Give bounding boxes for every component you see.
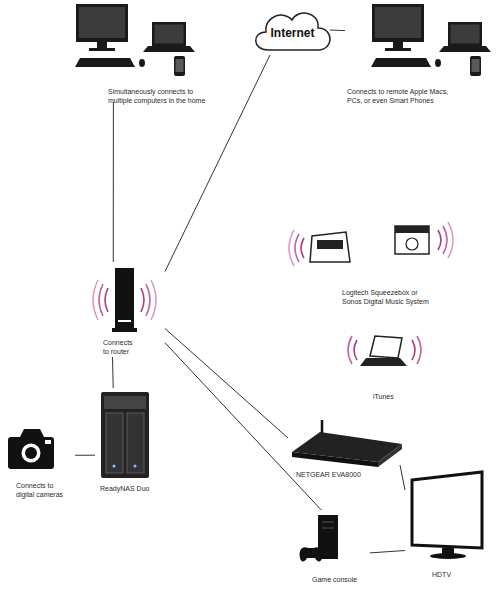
nas-led xyxy=(134,465,137,468)
wave-arc xyxy=(146,284,150,316)
nas-drive-bay xyxy=(127,413,144,473)
wave-arc xyxy=(417,336,421,364)
computer-set xyxy=(75,4,195,76)
camera-lens-core xyxy=(25,447,37,459)
media-player-node: NETGEAR EVA8000 xyxy=(288,420,400,480)
console-ridge xyxy=(322,528,334,529)
wave-arc xyxy=(289,230,294,266)
wave-arc xyxy=(348,336,352,364)
camera-body xyxy=(8,437,54,469)
itunes-node: iTunes xyxy=(345,325,425,403)
nas-node: ReadyNAS Duo xyxy=(95,388,160,493)
internet-cloud: Internet xyxy=(255,5,330,55)
router-stripe xyxy=(118,320,131,322)
wave-arc xyxy=(105,288,108,312)
monitor-screen xyxy=(79,7,125,38)
laptop-lid xyxy=(152,22,186,46)
nas-drive-bay xyxy=(106,413,123,473)
game-controller xyxy=(300,547,323,561)
sonos-top xyxy=(395,226,429,233)
wave-arc xyxy=(412,340,415,360)
device-caption: Connects to digital cameras xyxy=(16,481,68,499)
network-link xyxy=(165,55,270,272)
hdtv-base xyxy=(430,553,466,559)
mouse xyxy=(139,59,145,67)
device-caption: Logitech Squeezebox or Sonos Digital Mus… xyxy=(342,288,434,306)
sonos-speaker xyxy=(406,238,418,250)
device-caption: Simultaneously connects to multiple comp… xyxy=(108,87,212,105)
media-player-antenna xyxy=(321,420,324,433)
device-caption: Connects to router xyxy=(103,338,137,356)
hdtv-node: HDTV xyxy=(405,468,490,578)
network-link xyxy=(113,102,114,262)
cloud-label: Internet xyxy=(255,26,330,40)
remote-computer-set xyxy=(371,4,491,76)
monitor xyxy=(76,4,128,42)
computers-node: Simultaneously connects to multiple comp… xyxy=(70,0,210,102)
laptop-screen xyxy=(155,25,184,44)
device-caption: Game console xyxy=(312,575,367,584)
monitor-base xyxy=(89,48,115,51)
wave-arc xyxy=(151,280,156,320)
wave-arc xyxy=(141,288,144,312)
device-caption: NETGEAR EVA8000 xyxy=(296,470,376,479)
squeezebox-display xyxy=(317,240,343,249)
device-caption: iTunes xyxy=(373,392,418,401)
device-caption: HDTV xyxy=(432,570,482,579)
wave-arc xyxy=(438,230,441,250)
itunes-laptop-screen xyxy=(370,336,402,358)
camera-flash xyxy=(45,440,51,444)
laptop-base xyxy=(143,46,195,52)
network-link xyxy=(330,30,345,32)
router-body xyxy=(115,268,134,328)
wave-arc xyxy=(99,284,103,316)
camera-node: Connects to digital cameras xyxy=(0,425,75,497)
camera-lens xyxy=(20,442,42,464)
keyboard xyxy=(75,58,135,67)
network-link xyxy=(370,551,405,553)
monitor-stand xyxy=(97,42,107,48)
console-ridge xyxy=(322,522,334,523)
wave-arc xyxy=(301,238,304,258)
wireless-waves xyxy=(93,222,453,364)
device-caption: Connects to remote Apple Macs, PCs, or e… xyxy=(347,87,455,105)
sonos-body xyxy=(395,226,429,254)
smart-phone xyxy=(174,56,185,76)
network-link xyxy=(400,465,405,490)
media-player-front xyxy=(292,452,378,467)
camera-prism xyxy=(20,429,44,437)
hdtv-screen xyxy=(412,472,482,548)
router-foot xyxy=(112,328,137,332)
internet-cloud-shape xyxy=(256,13,330,50)
wave-arc xyxy=(354,340,357,360)
network-link xyxy=(165,329,288,439)
network-link xyxy=(112,357,114,388)
nas-led xyxy=(113,465,116,468)
remote-computers-node: Connects to remote Apple Macs, PCs, or e… xyxy=(345,0,495,102)
router-node: Connects to router xyxy=(90,262,165,357)
media-player-side xyxy=(378,444,402,467)
music-system-node: Logitech Squeezebox or Sonos Digital Mus… xyxy=(295,215,470,303)
game-console-node: Game console xyxy=(295,510,370,588)
itunes-laptop-base xyxy=(360,358,407,366)
wave-arc xyxy=(295,234,299,262)
squeezebox-body xyxy=(310,232,350,262)
phone-screen xyxy=(176,59,184,72)
wave-arc xyxy=(448,222,453,258)
wave-arc xyxy=(443,226,447,254)
nas-panel xyxy=(104,396,146,409)
network-link xyxy=(165,343,321,510)
device-caption: ReadyNAS Duo xyxy=(100,484,160,493)
nas-body xyxy=(101,392,149,478)
network-link xyxy=(75,455,95,456)
wave-arc xyxy=(93,280,98,320)
